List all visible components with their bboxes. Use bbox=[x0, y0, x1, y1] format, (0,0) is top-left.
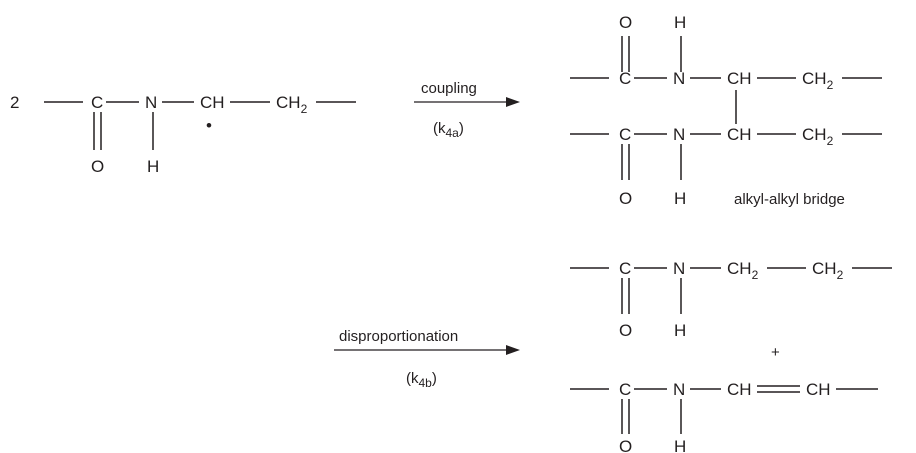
amide-hydrogen: H bbox=[674, 321, 686, 340]
disproportionation-rate-constant: (k4b) bbox=[406, 370, 437, 390]
carbonyl-oxygen: O bbox=[619, 189, 632, 208]
amide-hydrogen: H bbox=[674, 437, 686, 453]
carbonyl-carbon: C bbox=[619, 380, 631, 399]
radical-carbon: CH bbox=[200, 93, 225, 112]
vinyl-carbon: CH bbox=[806, 380, 831, 399]
carbonyl-carbon: C bbox=[619, 125, 631, 144]
carbonyl-oxygen: O bbox=[619, 437, 632, 453]
coupling-rate-constant: (k4a) bbox=[433, 120, 464, 140]
amide-nitrogen: N bbox=[673, 380, 685, 399]
amide-hydrogen: H bbox=[674, 189, 686, 208]
radical-dot: • bbox=[206, 116, 212, 135]
methylene-group: CH2 bbox=[802, 69, 834, 92]
vinyl-carbon: CH bbox=[727, 380, 752, 399]
methylene-group: CH2 bbox=[812, 259, 844, 282]
methylene-group: CH2 bbox=[727, 259, 759, 282]
carbonyl-carbon: C bbox=[91, 93, 103, 112]
carbonyl-oxygen: O bbox=[91, 157, 104, 176]
arrow-head bbox=[506, 97, 520, 107]
saturated-product: C N CH2 CH2 O H bbox=[570, 259, 892, 340]
coupling-product: O H C N CH CH2 C N CH CH2 O H alkyl-alky… bbox=[570, 13, 882, 208]
arrow-head bbox=[506, 345, 520, 355]
carbonyl-carbon: C bbox=[619, 69, 631, 88]
amide-nitrogen: N bbox=[673, 259, 685, 278]
plus-sign: + bbox=[771, 344, 780, 361]
methine-carbon: CH bbox=[727, 69, 752, 88]
coupling-reaction: coupling (k4a) bbox=[414, 80, 520, 140]
reactant-structure: 2 C N CH • CH2 O H bbox=[10, 93, 356, 176]
carbonyl-oxygen: O bbox=[619, 13, 632, 32]
amide-hydrogen: H bbox=[674, 13, 686, 32]
methylene-group: CH2 bbox=[276, 93, 308, 116]
coupling-label: coupling bbox=[421, 80, 477, 97]
product-caption: alkyl-alkyl bridge bbox=[734, 191, 845, 208]
stoichiometric-coefficient: 2 bbox=[10, 93, 19, 112]
carbonyl-carbon: C bbox=[619, 259, 631, 278]
disproportionation-reaction: disproportionation (k4b) bbox=[334, 328, 520, 390]
disproportionation-label: disproportionation bbox=[339, 328, 458, 345]
amide-nitrogen: N bbox=[673, 125, 685, 144]
amide-nitrogen: N bbox=[145, 93, 157, 112]
amide-hydrogen: H bbox=[147, 157, 159, 176]
unsaturated-product: C N CH CH O H bbox=[570, 380, 878, 453]
carbonyl-oxygen: O bbox=[619, 321, 632, 340]
amide-nitrogen: N bbox=[673, 69, 685, 88]
methylene-group: CH2 bbox=[802, 125, 834, 148]
methine-carbon: CH bbox=[727, 125, 752, 144]
